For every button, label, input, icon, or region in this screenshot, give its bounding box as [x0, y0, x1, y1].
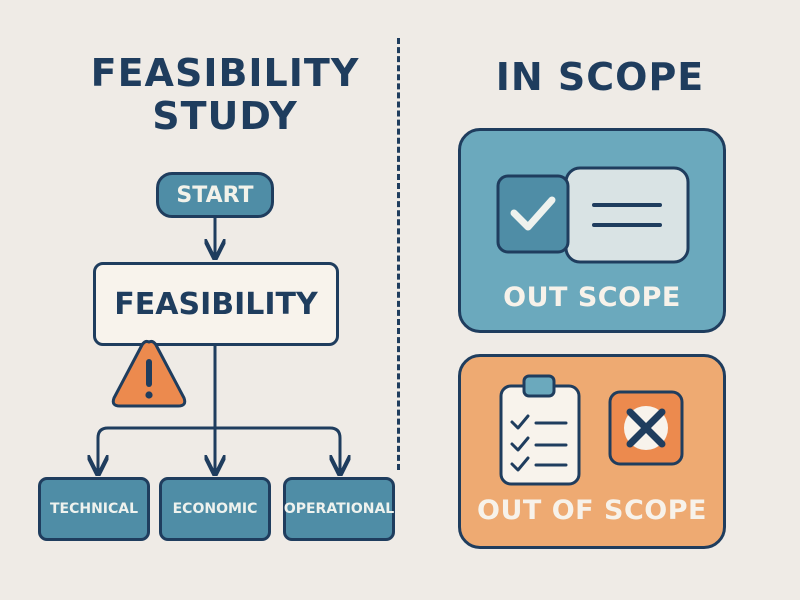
- branch-bar: [96, 426, 342, 470]
- economic-node: ECONOMIC: [159, 477, 271, 541]
- x-box-icon: [608, 390, 684, 466]
- out-scope-label: OUT SCOPE: [503, 282, 681, 313]
- out-of-scope-label: OUT OF SCOPE: [477, 495, 707, 526]
- operational-node: OPERATIONAL: [283, 477, 395, 541]
- start-node: START: [156, 172, 274, 218]
- feasibility-study-title: FEASIBILITY STUDY: [60, 52, 390, 137]
- in-scope-title: IN SCOPE: [495, 55, 705, 99]
- warning-icon: [111, 339, 187, 408]
- checkbox-card-icon: [496, 166, 690, 264]
- technical-node: TECHNICAL: [38, 477, 150, 541]
- title-line-2: STUDY: [152, 93, 298, 138]
- feasibility-node: FEASIBILITY: [93, 262, 339, 346]
- title-line-1: FEASIBILITY: [90, 51, 360, 95]
- vertical-divider: [397, 38, 400, 470]
- clipboard-checklist-icon: [499, 374, 581, 486]
